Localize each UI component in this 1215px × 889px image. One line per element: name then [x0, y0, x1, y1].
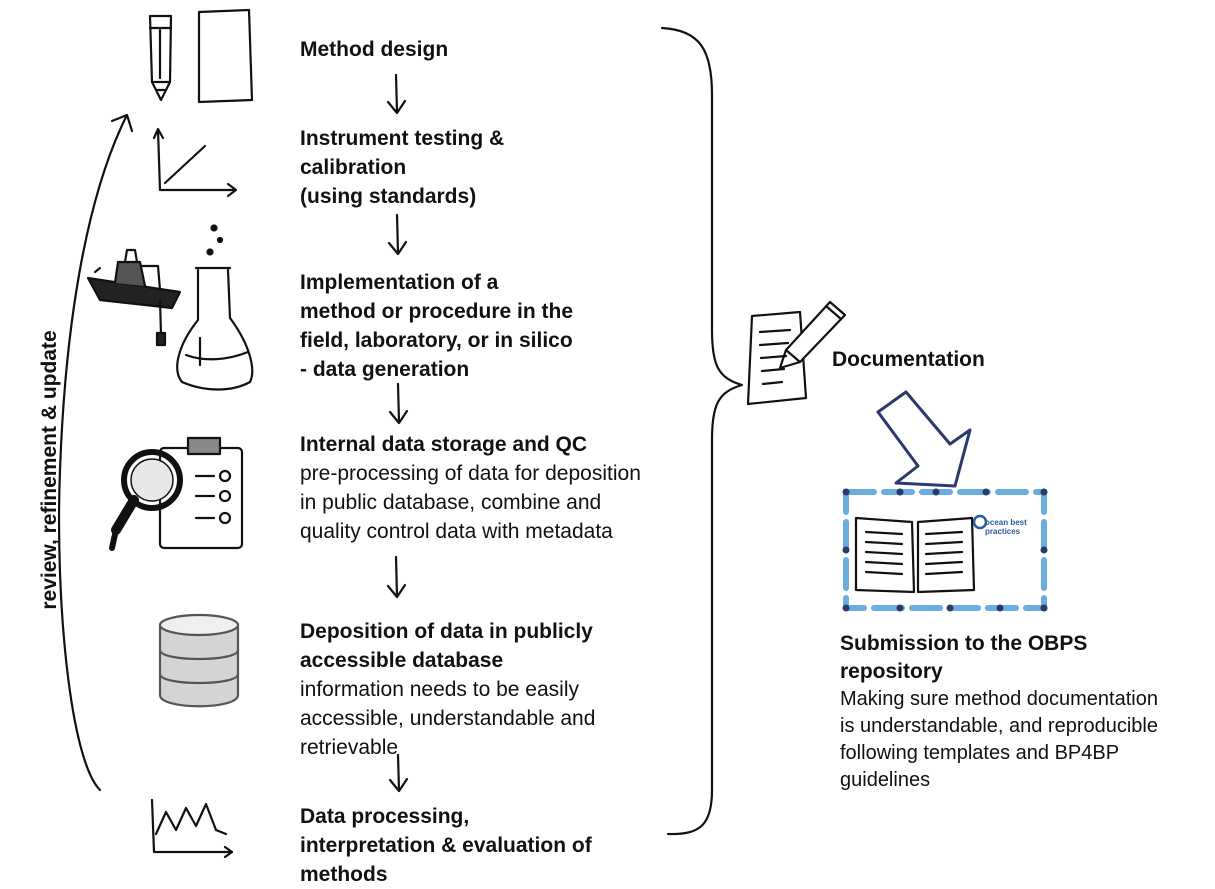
obps-title: Submission to the OBPS repository [840, 632, 1088, 683]
open-book-icon [854, 516, 976, 594]
step-title: Deposition of data in publicly accessibl… [300, 620, 593, 672]
ship-icon [86, 248, 182, 347]
documentation-label: Documentation [832, 348, 985, 371]
database-icon [158, 613, 240, 708]
step-deposition: Deposition of data in publicly accessibl… [300, 617, 595, 762]
down-arrow-icon [387, 213, 408, 256]
down-arrow-icon [386, 73, 407, 115]
step-title: Instrument testing & calibration (using … [300, 127, 505, 208]
step-title: Data processing, interpretation & evalua… [300, 805, 592, 886]
step-title: Method design [300, 38, 449, 61]
note-pencil-icon [746, 300, 847, 406]
down-arrow-icon [388, 382, 409, 425]
flask-icon [176, 224, 254, 391]
pencil-paper-icon [148, 8, 254, 104]
down-arrow-icon [388, 753, 409, 793]
obps-logo-text: ocean best practices [985, 518, 1027, 536]
step-title: Implementation of a method or procedure … [300, 271, 574, 381]
obps-dashed-box [842, 488, 1048, 612]
step-instrument-testing: Instrument testing & calibration (using … [300, 124, 504, 211]
step-title: Internal data storage and QC [300, 433, 588, 456]
cycle-arrow-icon [57, 113, 134, 792]
line-chart-icon [150, 798, 234, 859]
curly-brace-icon [660, 26, 744, 836]
big-arrow-icon [876, 390, 972, 488]
magnifier-checklist-icon [109, 436, 244, 551]
step-implementation: Implementation of a method or procedure … [300, 268, 573, 384]
graph-axes-icon [152, 127, 238, 198]
step-data-processing: Data processing, interpretation & evalua… [300, 802, 592, 889]
step-description: information needs to be easily accessibl… [300, 678, 596, 759]
obps-logo-icon [972, 514, 988, 530]
obps-description: Making sure method documentation is unde… [840, 688, 1158, 791]
down-arrows [386, 73, 409, 793]
step-description: pre-processing of data for deposition in… [300, 462, 641, 543]
down-arrow-icon [386, 555, 407, 599]
step-method-design: Method design [300, 35, 448, 64]
step-internal-storage: Internal data storage and QC pre-process… [300, 430, 641, 546]
